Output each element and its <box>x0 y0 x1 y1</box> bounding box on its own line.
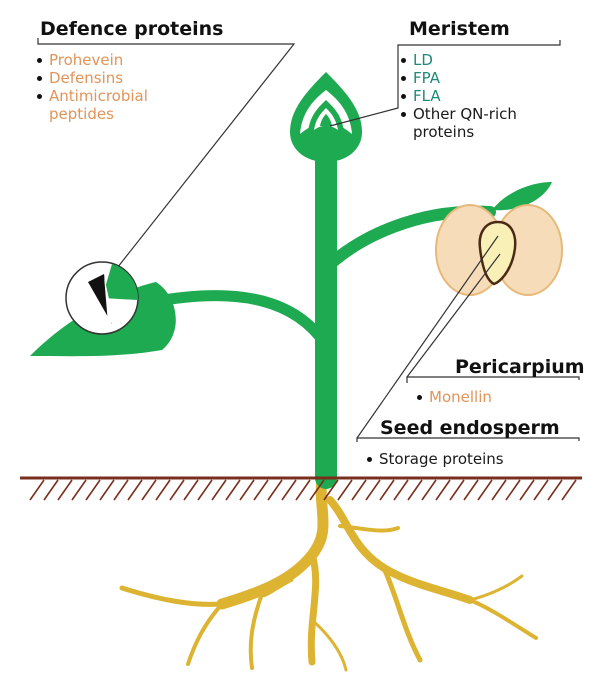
bullet-icon <box>37 58 42 63</box>
roots <box>122 478 536 670</box>
defence-item-prohevein: Prohevein <box>36 51 196 69</box>
magnifier <box>66 262 138 334</box>
pericarpium-list: Monellin <box>416 388 536 406</box>
seed-list: Storage proteins <box>366 450 546 468</box>
list-item-text: Storage proteins <box>379 450 504 468</box>
bullet-icon <box>401 58 406 63</box>
bullet-icon <box>37 76 42 81</box>
fruit <box>436 205 562 295</box>
list-item-text: Prohevein <box>49 51 123 69</box>
meristem-bud <box>290 72 362 162</box>
seed-title: Seed endosperm <box>380 417 560 439</box>
list-item-text: FLA <box>413 87 441 105</box>
bullet-icon <box>417 395 422 400</box>
defence-list: Prohevein Defensins Antimicrobial peptid… <box>36 51 196 123</box>
meristem-list: LD FPA FLA Other QN-rich proteins <box>400 51 520 141</box>
defence-item-defensins: Defensins <box>36 69 196 87</box>
defence-title: Defence proteins <box>40 18 223 40</box>
list-item-text: Other QN-rich proteins <box>413 105 517 141</box>
list-item-text: Antimicrobial peptides <box>49 87 148 123</box>
bullet-icon <box>37 94 42 99</box>
soil <box>20 478 582 500</box>
bullet-icon <box>401 94 406 99</box>
bullet-icon <box>367 457 372 462</box>
list-item-text: Defensins <box>49 69 123 87</box>
seed-item-storage: Storage proteins <box>366 450 546 468</box>
meristem-item-fla: FLA <box>400 87 520 105</box>
list-item-text: LD <box>413 51 433 69</box>
meristem-title: Meristem <box>409 18 510 40</box>
meristem-item-ld: LD <box>400 51 520 69</box>
list-item-text: FPA <box>413 69 440 87</box>
defence-item-antimicrobial: Antimicrobial peptides <box>36 87 196 123</box>
bullet-icon <box>401 76 406 81</box>
meristem-item-qn-rich: Other QN-rich proteins <box>400 105 520 141</box>
pericarpium-title: Pericarpium <box>455 356 585 378</box>
meristem-item-fpa: FPA <box>400 69 520 87</box>
pericarpium-item-monellin: Monellin <box>416 388 536 406</box>
bullet-icon <box>401 112 406 117</box>
list-item-text: Monellin <box>429 388 492 406</box>
